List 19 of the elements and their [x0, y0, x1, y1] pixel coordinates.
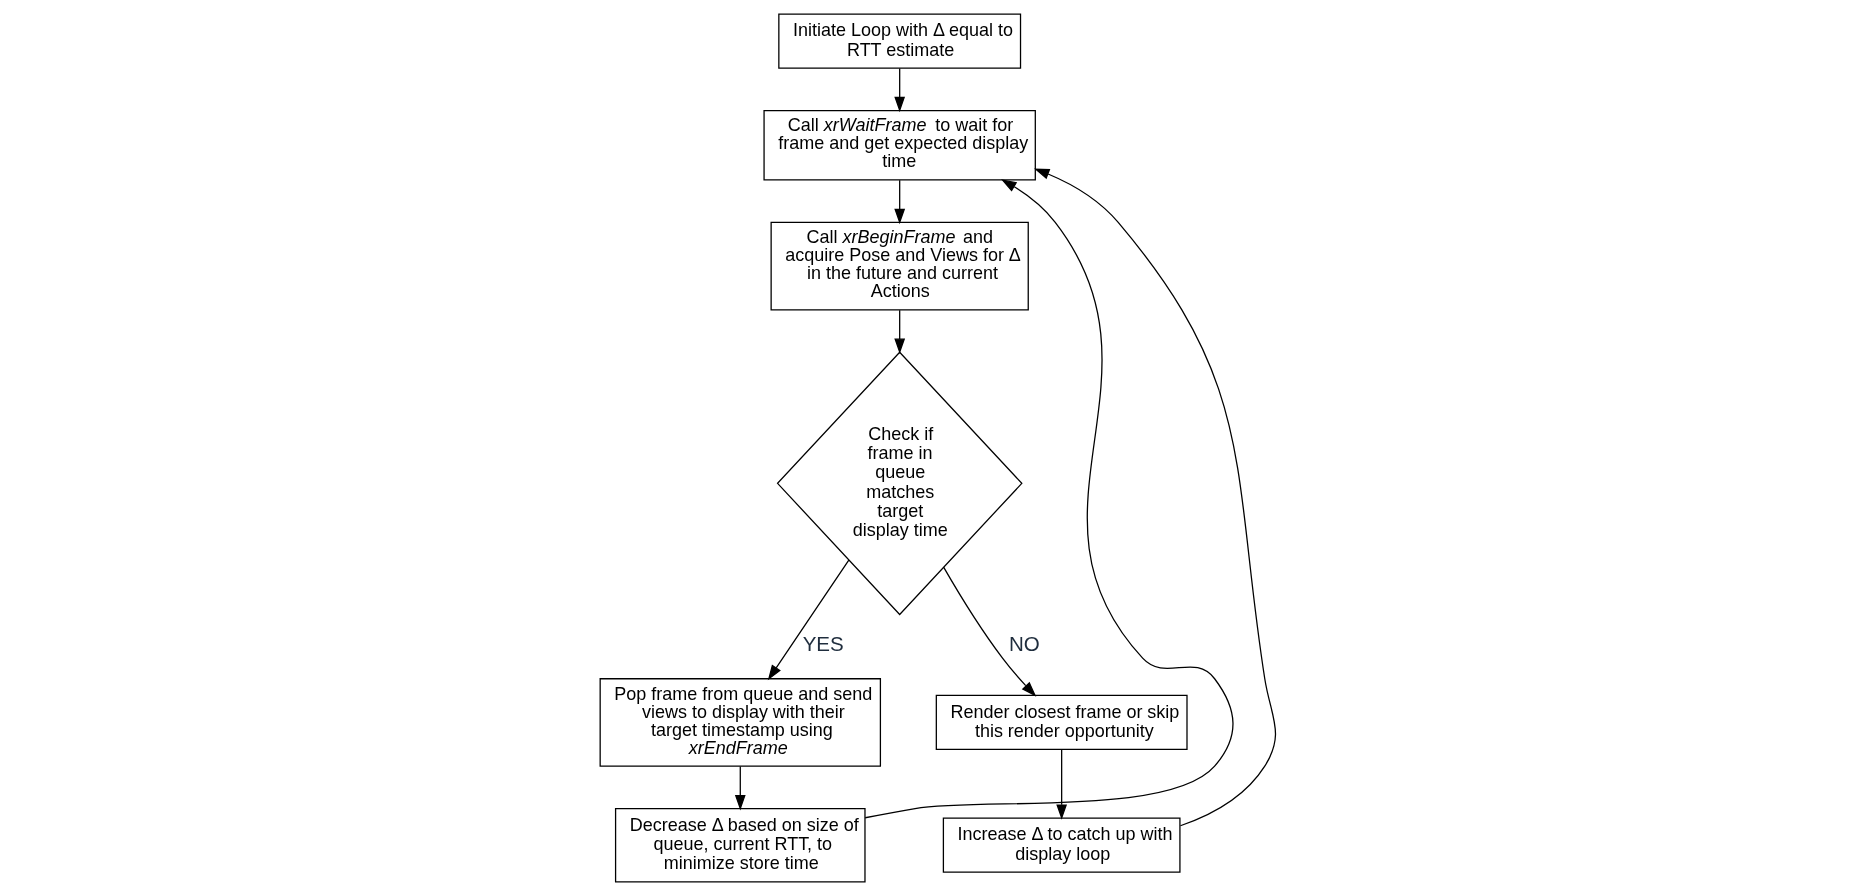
arrow [734, 765, 746, 810]
arrow [767, 558, 849, 680]
arrow [893, 179, 905, 224]
arrow [893, 309, 905, 354]
node-diamond: Check if frame in queue matches target display time [776, 350, 1023, 615]
node-box: Increase Δ to catch up with display loop [942, 817, 1181, 873]
arrow [942, 566, 1036, 697]
node-box: Call xrWaitFrame to wait for frame and get expected display time [762, 109, 1036, 181]
node-box: Initiate Loop with Δ equal to RTT estimate [777, 13, 1021, 69]
node-box: Render closest frame or skip this render opportunity [935, 694, 1188, 750]
node-box: Pop frame from queue and send views to display with their target timestamp using xrEndFrame [599, 677, 881, 767]
edge-label: NO [1008, 632, 1040, 655]
arrow [1055, 748, 1067, 820]
edge-label: YES [802, 632, 844, 655]
arrow [1033, 168, 1276, 826]
node-box: Decrease Δ based on size of queue, current RTT, to minimize store time [614, 807, 866, 882]
node-box: Call xrBeginFrame and acquire Pose and Views for Δ in the future and current Actions [770, 221, 1029, 310]
arrow [893, 67, 905, 112]
arrow [864, 178, 1234, 818]
